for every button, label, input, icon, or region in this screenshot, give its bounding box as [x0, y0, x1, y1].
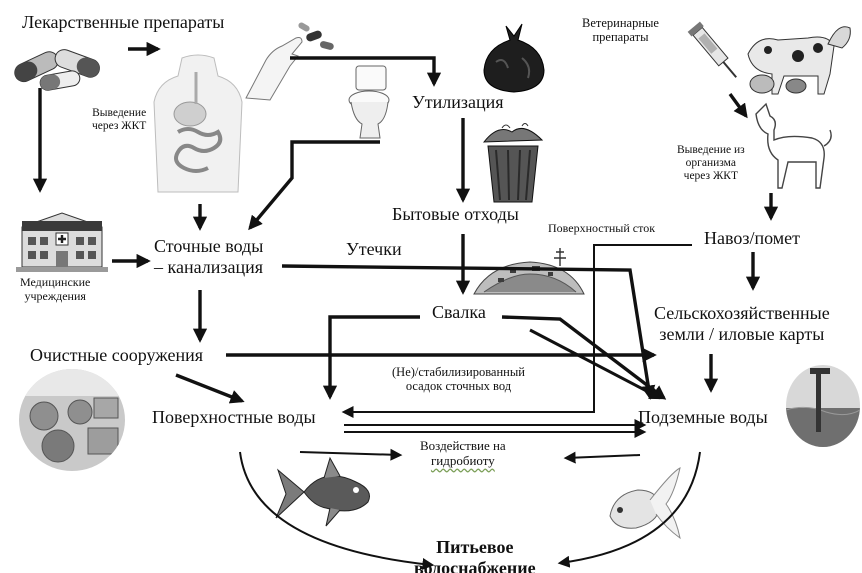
- node-leaks: Утечки: [346, 239, 402, 260]
- node-wastewater-line2: – канализация: [154, 257, 263, 278]
- node-gi-excretion: Выведение через ЖКТ: [92, 107, 146, 133]
- node-groundwater: Подземные воды: [638, 407, 768, 428]
- node-drinking-line2: водоснабжение: [414, 558, 536, 573]
- node-gi-excretion-line2: через ЖКТ: [92, 120, 146, 133]
- node-gi-excretion-line1: Выведение: [92, 107, 146, 120]
- node-wastewater-line1: Сточные воды: [154, 236, 263, 257]
- node-manure: Навоз/помет: [704, 228, 800, 249]
- node-hydrobiota-line2: гидробиоту: [420, 454, 506, 469]
- node-vet-excretion-line2: организма: [677, 157, 745, 170]
- arrow-surface-to-hydrobiota: [300, 452, 400, 455]
- arrow-hand-to-disposal: [290, 58, 434, 84]
- node-sludge-line1: (Не)/стабилизированный: [392, 365, 525, 379]
- node-vet-drugs: Ветеринарные препараты: [582, 16, 659, 45]
- node-treatment: Очистные сооружения: [30, 345, 203, 366]
- node-sludge: (Не)/стабилизированный осадок сточных во…: [392, 365, 525, 394]
- node-vet-excretion-line3: через ЖКТ: [677, 170, 745, 183]
- node-agri-line2: земли / иловые карты: [654, 324, 830, 345]
- node-medical-line2: учреждения: [20, 290, 90, 304]
- node-medical: Медицинские учреждения: [20, 276, 90, 304]
- arrow-treatment-to-surface: [176, 375, 242, 401]
- arrow-ground-to-drinking: [560, 452, 700, 563]
- node-drinking-water: Питьевое водоснабжение: [414, 537, 536, 573]
- node-household-waste: Бытовые отходы: [392, 204, 519, 225]
- node-vet-drugs-line1: Ветеринарные: [582, 16, 659, 30]
- node-hydrobiota: Воздействие на гидробиоту: [420, 439, 506, 469]
- arrow-surface-to-drinking: [240, 452, 432, 565]
- node-vet-excretion-line1: Выведение из: [677, 144, 745, 157]
- node-disposal: Утилизация: [412, 92, 504, 113]
- node-surface-water: Поверхностные воды: [152, 407, 316, 428]
- node-agri-line1: Сельскохозяйственные: [654, 303, 830, 324]
- node-surface-runoff: Поверхностный сток: [548, 222, 655, 236]
- node-wastewater: Сточные воды – канализация: [154, 236, 263, 277]
- arrow-toilet-to-wastewater: [250, 142, 380, 228]
- node-medical-line1: Медицинские: [20, 276, 90, 290]
- node-vet-drugs-line2: препараты: [582, 30, 659, 44]
- arrow-syringe-to-vet: [730, 94, 746, 116]
- arrow-ground-to-hydrobiota: [566, 455, 640, 458]
- node-vet-excretion: Выведение из организма через ЖКТ: [677, 144, 745, 184]
- node-landfill: Свалка: [432, 302, 486, 323]
- node-drinking-line1: Питьевое: [414, 537, 536, 558]
- node-agri: Сельскохозяйственные земли / иловые карт…: [654, 303, 830, 344]
- node-drugs: Лекарственные препараты: [22, 12, 224, 33]
- node-sludge-line2: осадок сточных вод: [392, 379, 525, 393]
- node-hydrobiota-line1: Воздействие на: [420, 439, 506, 454]
